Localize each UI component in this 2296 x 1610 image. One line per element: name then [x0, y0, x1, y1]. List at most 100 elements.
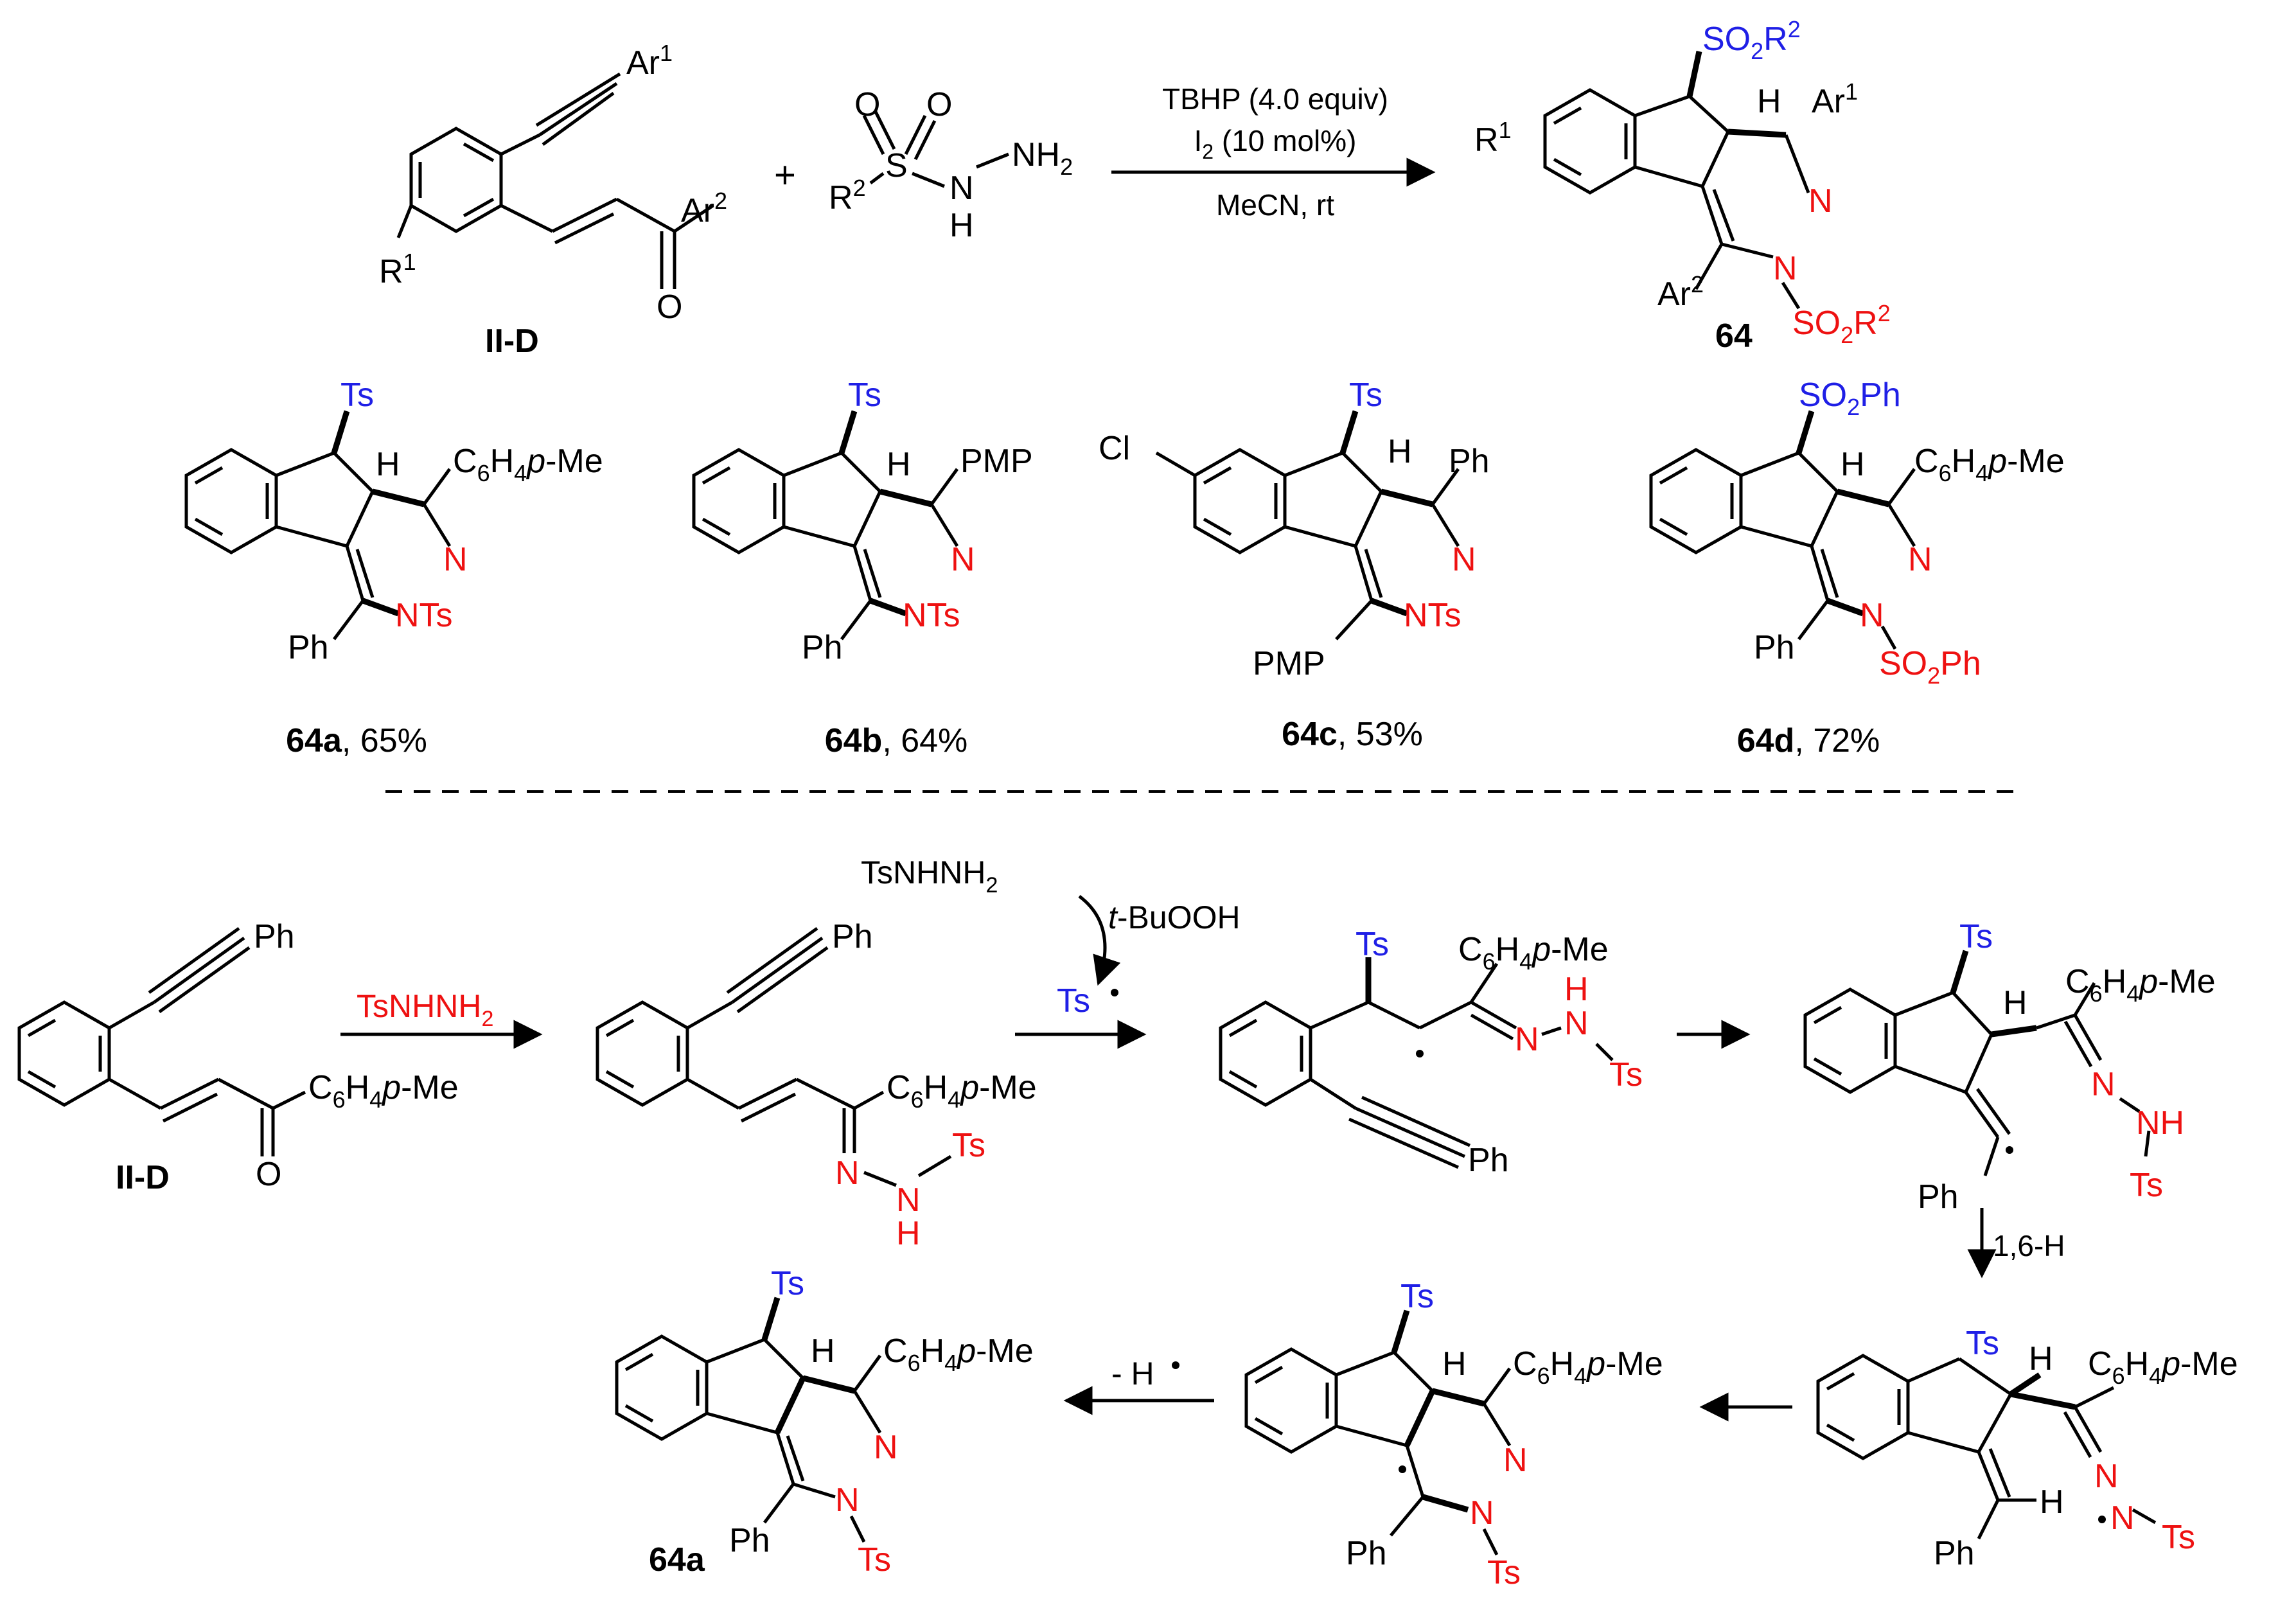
64b-ts: Ts [848, 376, 881, 414]
radical-curved-arrow [1078, 895, 1121, 986]
compound-64-label: 64 [1715, 317, 1753, 355]
mech-aryl-1: C6H4p-Me [308, 1069, 459, 1113]
nh2-label: NH2 [1012, 136, 1073, 180]
mech-o-1: O [256, 1156, 281, 1193]
mech-n-6: N [1503, 1442, 1528, 1479]
mech-n-3b: N [1564, 1005, 1589, 1042]
reagent-tbhp: TBHP (4.0 equiv) [1162, 82, 1388, 116]
mech-cyclized-radical [1244, 1309, 1512, 1556]
mech-h-5: H [2029, 1340, 2053, 1377]
mech-iid-label: II-D [116, 1159, 170, 1196]
mech-vinyl-radical [1803, 950, 2151, 1176]
product-so2r2-bottom: SO2R2 [1792, 300, 1891, 348]
plus-sign: + [774, 154, 796, 196]
mech-n-6b: N [1470, 1494, 1494, 1532]
caption-64b: 64b, 64% [825, 722, 968, 759]
final-ts: Ts [771, 1265, 804, 1302]
64c-cl: Cl [1099, 430, 1130, 467]
product-64 [1543, 51, 1810, 310]
64b-pmp: PMP [960, 443, 1033, 480]
solvent-label: MeCN, rt [1216, 188, 1334, 222]
mech-ph-6: Ph [1346, 1535, 1387, 1572]
64c-h: H [1388, 433, 1412, 470]
caption-64c: 64c, 53% [1282, 716, 1423, 753]
mech-ph-3: Ph [1468, 1142, 1509, 1179]
r2-label: R2 [829, 175, 866, 217]
hat-label: 1,6-H [1993, 1229, 2065, 1262]
mech-h-4: H [2003, 984, 2027, 1022]
64d-n-upper: N [1908, 541, 1932, 578]
mech-aryl-4: C6H4p-Me [2065, 963, 2216, 1007]
carbonyl-o: O [657, 288, 682, 326]
64d-ph: Ph [1754, 629, 1795, 666]
structure-64b [692, 410, 959, 641]
n-atom: N [949, 170, 974, 207]
64a-nts: NTs [395, 597, 453, 634]
mech-n-2b: N [896, 1181, 921, 1219]
64c-ph: Ph [1449, 443, 1490, 480]
radical-dot-3 [1416, 1050, 1424, 1057]
mech-ts-5b: Ts [2162, 1519, 2195, 1556]
64a-n: N [443, 541, 468, 578]
ts-radical-dot [1111, 989, 1118, 996]
64d-n-lower: N [1860, 597, 1884, 634]
radical-source: TsNHNH2 [861, 854, 998, 898]
64c-ts: Ts [1349, 376, 1382, 414]
mech-radical-adduct [1219, 957, 1614, 1169]
64c-pmp: PMP [1253, 645, 1325, 682]
64d-so2ph-top: SO2Ph [1799, 376, 1901, 420]
product-ar1: Ar1 [1812, 78, 1858, 120]
caption-64d: 64d, 72% [1737, 722, 1880, 759]
mech-ts-6: Ts [1400, 1278, 1434, 1315]
mech-n-4: N [2091, 1066, 2115, 1103]
64d-aryl: C6H4p-Me [1914, 443, 2065, 486]
mech-n-radical [1816, 1354, 2157, 1540]
mech-final-64a [615, 1296, 882, 1543]
s-atom: S [885, 147, 908, 184]
final-ph: Ph [729, 1522, 770, 1559]
o-atom-left: O [854, 86, 880, 123]
mech-aryl-3: C6H4p-Me [1458, 931, 1609, 975]
ar2-label: Ar2 [681, 188, 727, 229]
r1-label: R1 [379, 249, 416, 290]
final-h: H [811, 1332, 835, 1370]
caption-64a: 64a, 65% [286, 722, 427, 759]
mech-nh-4: NH [2136, 1104, 2184, 1142]
product-so2r2-top: SO2R2 [1702, 16, 1801, 64]
h-loss-label: - H [1111, 1356, 1154, 1392]
64b-h: H [887, 446, 911, 483]
mech-ts-4: Ts [1959, 918, 1993, 955]
64a-ts: Ts [340, 376, 374, 414]
final-n: N [874, 1429, 898, 1466]
ar1-label: Ar1 [626, 40, 673, 82]
structure-64a [184, 410, 452, 641]
sulfonyl-hydrazide [862, 109, 1009, 188]
mech-hydrazone [596, 926, 952, 1187]
radical-dot-5 [2098, 1516, 2106, 1523]
ts-radical: Ts [1057, 982, 1090, 1020]
64c-n: N [1452, 541, 1476, 578]
o-atom-right: O [926, 86, 952, 123]
mech-h-6: H [1442, 1345, 1467, 1383]
64b-n: N [951, 541, 975, 578]
64a-ph: Ph [288, 629, 329, 666]
mech-ph-5: Ph [1934, 1535, 1975, 1572]
mech-n-5b: N [2110, 1499, 2135, 1537]
64c-nts: NTs [1404, 597, 1461, 634]
final-64a-label: 64a [649, 1541, 705, 1579]
mech-n-5: N [2094, 1458, 2119, 1495]
product-ar2: Ar2 [1657, 271, 1704, 313]
mech-h-5b: H [2040, 1483, 2064, 1521]
final-n-b: N [835, 1482, 860, 1519]
mech-ts-2: Ts [952, 1127, 985, 1164]
starting-material-iid [396, 72, 714, 289]
mech-reagent-tsnhnh2: TsNHNH2 [357, 988, 493, 1031]
compound-iid-label: II-D [485, 323, 539, 360]
mech-aryl-6: C6H4p-Me [1513, 1345, 1663, 1389]
oxidant-label: t-BuOOH [1108, 899, 1241, 935]
product-n-upper: N [1808, 182, 1833, 220]
mech-ph-2: Ph [832, 918, 873, 955]
mech-h-3: H [1564, 971, 1589, 1008]
